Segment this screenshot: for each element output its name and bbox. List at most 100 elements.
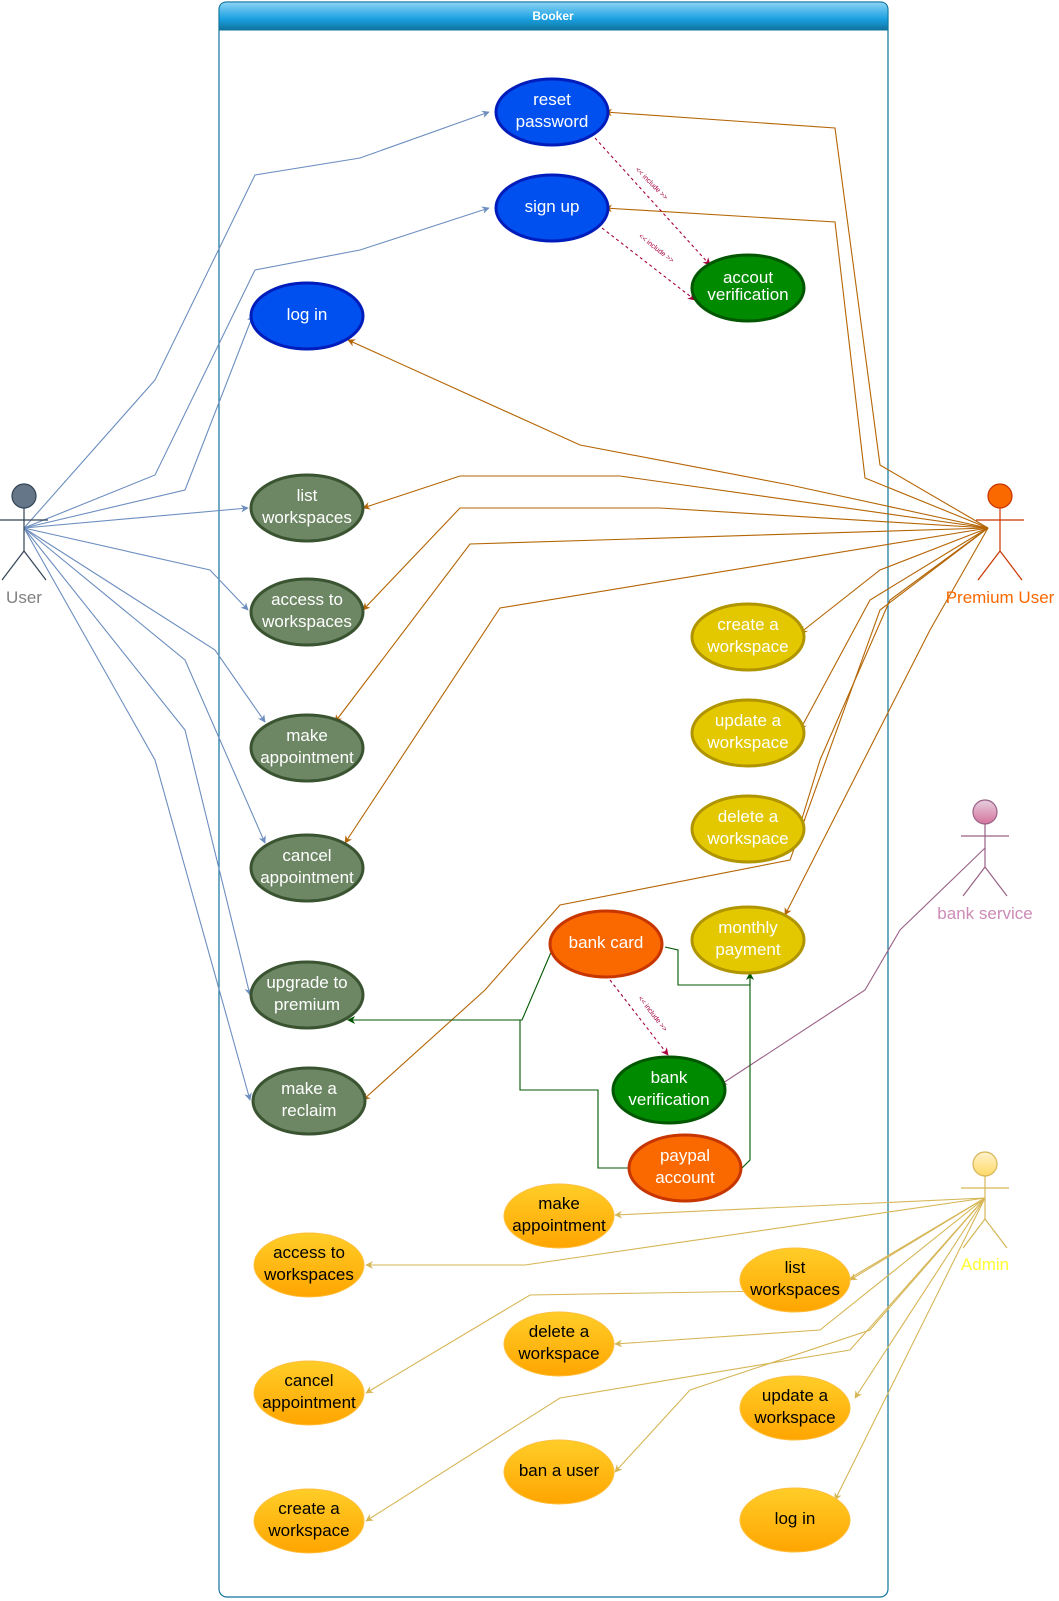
uc-admin-log-in[interactable]: log in (739, 1487, 851, 1553)
uc-admin-update-workspace-l1: update a (762, 1386, 829, 1405)
uc-account-verification-l1: accout (723, 268, 773, 287)
uc-admin-delete-workspace[interactable]: delete a workspace (503, 1311, 615, 1377)
user-make-reclaim-line (23, 527, 252, 1101)
uc-admin-make-appointment-l2: appointment (512, 1216, 606, 1235)
uc-admin-list-workspaces[interactable]: list workspaces (739, 1247, 851, 1313)
admin-ban-user-line (614, 1197, 986, 1473)
premium-user-figure-icon (976, 483, 1024, 581)
uc-admin-cancel-appointment-l2: appointment (262, 1393, 356, 1412)
admin-make-appointment-line (614, 1197, 986, 1219)
user-reset-password-line (23, 110, 490, 529)
actor-premium-user[interactable]: Premium User (946, 483, 1055, 607)
actor-bank-service[interactable]: bank service (937, 799, 1033, 923)
uc-monthly-payment-l1: monthly (718, 918, 778, 937)
uc-reset-password-l2: password (516, 112, 589, 131)
svg-text:bank card: bank card (569, 933, 644, 952)
uc-log-in[interactable]: log in (249, 281, 365, 351)
svg-text:log in: log in (775, 1509, 816, 1528)
admin-create-workspace-line (365, 1197, 986, 1522)
uc-cancel-appointment-l2: appointment (260, 868, 354, 887)
user-cancel-appointment-line (23, 527, 266, 844)
paypal-payment-line (741, 972, 754, 1169)
user-upgrade-premium-line (23, 527, 253, 996)
actor-user-label: User (6, 588, 42, 607)
bank-service-figure-icon (961, 799, 1009, 897)
premium-monthly-payment-line (784, 527, 989, 916)
user-access-workspaces-line (23, 527, 249, 611)
connectors (23, 108, 989, 1522)
uc-admin-list-workspaces-l1: list (785, 1258, 806, 1277)
uc-admin-ban-user-l1: ban a user (519, 1461, 600, 1480)
premium-create-workspace-line (799, 527, 989, 634)
admin-access-workspaces-line (365, 1197, 986, 1269)
uc-create-workspace[interactable]: create a workspace (690, 602, 806, 672)
include-signup-account-line (601, 227, 696, 301)
uc-access-workspaces-l1: access to (271, 590, 343, 609)
uc-make-reclaim-l1: make a (281, 1079, 337, 1098)
uc-admin-ban-user[interactable]: ban a user (503, 1439, 615, 1505)
actor-premium-label: Premium User (946, 588, 1055, 607)
admin-delete-workspace-line (614, 1197, 986, 1348)
uc-sign-up[interactable]: sign up (494, 173, 610, 243)
premium-list-workspaces-line (362, 475, 989, 529)
admin-update-workspace-line (854, 1197, 986, 1399)
uc-update-workspace[interactable]: update a workspace (690, 698, 806, 768)
uc-bank-verification-l2: verification (628, 1090, 709, 1109)
uc-admin-list-workspaces-l2: workspaces (749, 1280, 840, 1299)
uc-bank-card[interactable]: bank card (548, 909, 664, 979)
uc-update-workspace-l2: workspace (706, 733, 788, 752)
uc-create-workspace-l1: create a (717, 615, 779, 634)
actor-bank-label: bank service (937, 904, 1032, 923)
uc-admin-make-appointment[interactable]: make appointment (503, 1183, 615, 1249)
uc-create-workspace-l2: workspace (706, 637, 788, 656)
premium-log-in-line (347, 339, 989, 529)
user-figure-icon (0, 483, 48, 581)
actor-admin[interactable]: Admin (961, 1151, 1009, 1274)
admin-cancel-appointment-line (365, 1197, 986, 1394)
uc-reset-password-l1: reset (533, 90, 571, 109)
uc-sign-up-l1: sign up (525, 197, 580, 216)
bank-service-line (719, 847, 986, 1086)
uc-update-workspace-l1: update a (715, 711, 782, 730)
premium-make-appointment-line (334, 527, 989, 723)
premium-cancel-appointment-line (344, 527, 989, 844)
uc-reset-password[interactable]: reset password (494, 77, 610, 147)
uc-delete-workspace-l2: workspace (706, 829, 788, 848)
user-log-in-line (23, 314, 255, 529)
uc-admin-delete-workspace-l1: delete a (529, 1322, 590, 1341)
include-reset-account-line (594, 137, 711, 266)
actor-user[interactable]: User (0, 483, 48, 607)
uc-admin-delete-workspace-l2: workspace (517, 1344, 599, 1363)
premium-reset-password-line (604, 108, 989, 529)
user-list-workspaces-line (23, 504, 249, 529)
uc-admin-make-appointment-l1: make (538, 1194, 580, 1213)
svg-text:log in: log in (287, 305, 328, 324)
